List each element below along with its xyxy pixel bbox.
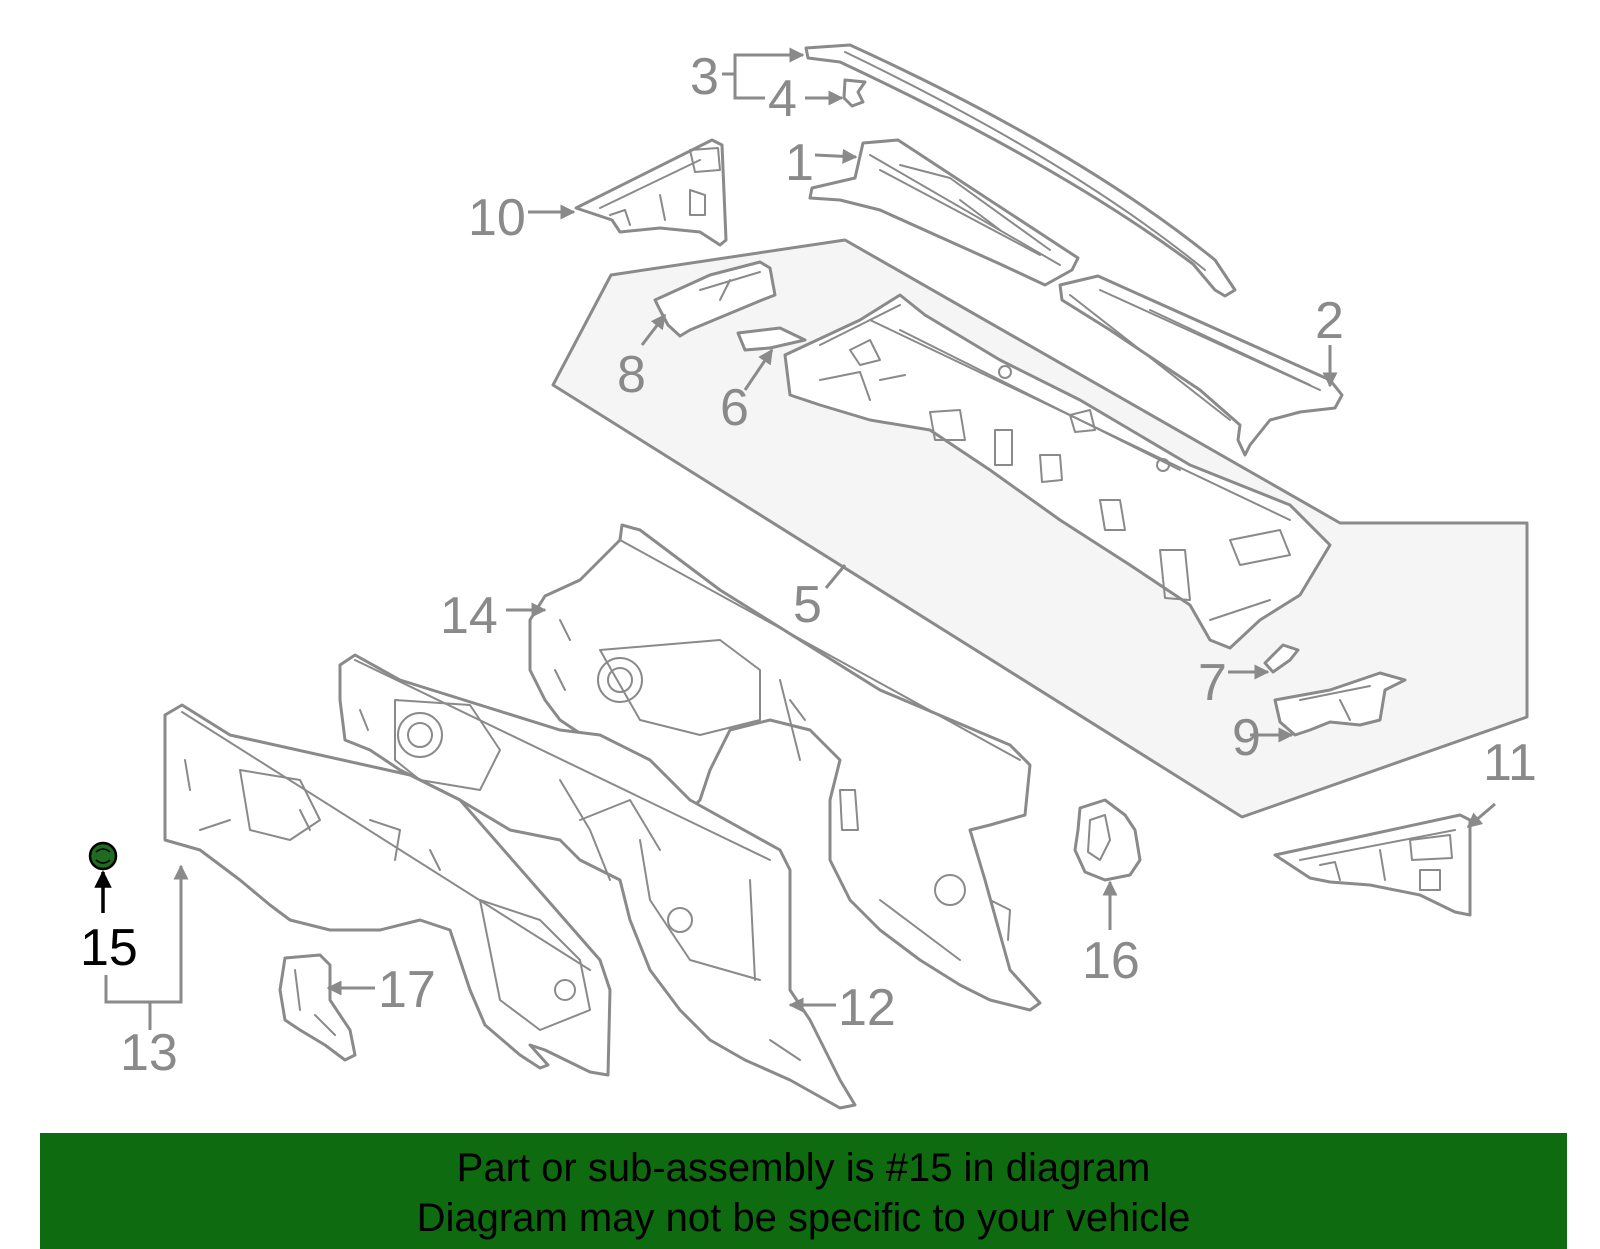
callout-1: 1 (785, 134, 814, 192)
callout-10: 10 (468, 189, 526, 247)
part-15-clip[interactable] (88, 841, 118, 871)
part-17-bracket[interactable] (278, 953, 357, 1062)
callout-11: 11 (1483, 734, 1537, 792)
callout-16: 16 (1082, 932, 1140, 990)
callout-labels: 3 4 1 10 2 8 6 5 14 7 9 11 16 17 12 13 1… (80, 48, 1537, 1082)
callout-8: 8 (617, 346, 646, 404)
part-9-bracket[interactable] (1273, 671, 1407, 737)
part-4-clip[interactable] (842, 78, 867, 108)
callout-6: 6 (720, 379, 749, 437)
part-5-dash-panel[interactable] (783, 293, 1332, 650)
callout-12: 12 (838, 979, 896, 1037)
banner-line-2: Diagram may not be specific to your vehi… (416, 1196, 1191, 1240)
callout-7: 7 (1198, 654, 1227, 712)
callout-2: 2 (1315, 292, 1344, 350)
callout-9: 9 (1232, 709, 1261, 767)
info-banner: Part or sub-assembly is #15 in diagram D… (40, 1133, 1567, 1249)
callout-15: 15 (80, 919, 138, 977)
part-11-side-panel[interactable] (1273, 813, 1472, 917)
part-7-bracket[interactable] (1263, 643, 1300, 674)
callout-5: 5 (793, 576, 822, 634)
part-16-grommet[interactable] (1073, 798, 1142, 882)
leader-lines (94, 47, 1496, 1030)
part-10-side-panel[interactable] (574, 138, 728, 247)
callout-13: 13 (120, 1024, 178, 1082)
banner-line-1: Part or sub-assembly is #15 in diagram (456, 1146, 1151, 1190)
part-6-bracket[interactable] (736, 326, 807, 352)
part-3-molding[interactable] (804, 43, 1237, 298)
callout-14: 14 (440, 587, 498, 645)
part-13-insulator[interactable] (163, 703, 612, 1077)
part-1-cowl-panel[interactable] (808, 138, 1080, 287)
callout-4: 4 (768, 70, 797, 128)
callout-17: 17 (378, 961, 436, 1019)
callout-3: 3 (690, 48, 719, 106)
